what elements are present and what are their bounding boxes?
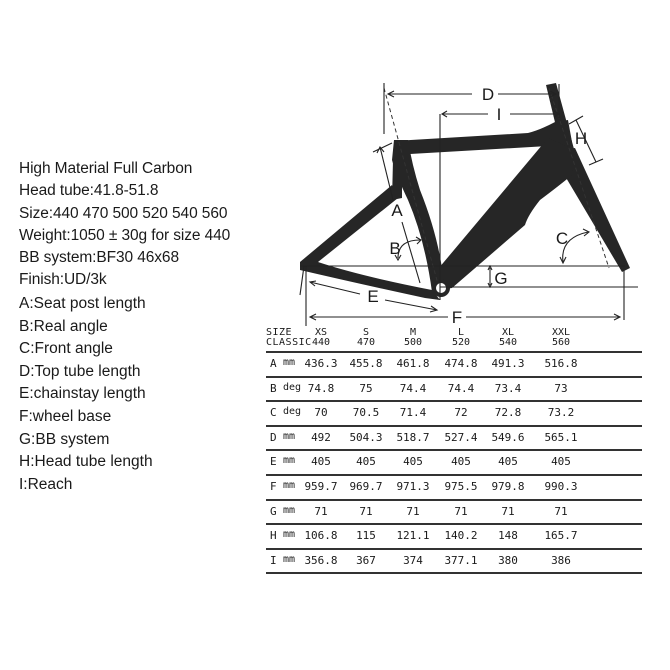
legend-c: C:Front angle	[19, 340, 113, 358]
spec-material: High Material Full Carbon	[19, 160, 193, 177]
spec-head-tube: Head tube:41.8-51.8	[19, 182, 159, 200]
label-d: D	[482, 85, 494, 104]
label-c: C	[556, 229, 568, 248]
header-classic: CLASSIC	[266, 337, 312, 348]
bike-frame-diagram: D I H A B C G E F	[299, 83, 638, 327]
label-h: H	[575, 129, 587, 148]
frame-shape	[300, 83, 630, 300]
spec-weight: Weight:1050 ± 30g for size 440	[19, 226, 231, 244]
legend-d: D:Top tube length	[19, 362, 141, 380]
label-g: G	[494, 269, 507, 288]
label-i: I	[497, 105, 502, 124]
legend-a: A:Seat post length	[19, 295, 146, 312]
spec-sizes: Size:440 470 500 520 540 560	[19, 204, 228, 222]
header-size: SIZE	[266, 327, 293, 338]
legend-e: E:chainstay length	[19, 385, 146, 403]
legend-f: F:wheel base	[19, 407, 112, 425]
bottom-bracket-icon	[432, 279, 450, 297]
label-f: F	[452, 308, 462, 327]
spec-list: High Material Full Carbon Head tube:41.8…	[19, 158, 230, 292]
legend-b: B:Real angle	[19, 317, 108, 335]
spec-finish: Finish:UD/3k	[19, 271, 107, 289]
legend-h: H:Head tube length	[19, 453, 153, 471]
legend-g: G:BB system	[19, 430, 110, 448]
dimension-legend: A:Seat post length B:Real angle C:Front …	[19, 293, 153, 496]
label-e: E	[367, 287, 378, 306]
label-a: A	[391, 201, 403, 220]
spec-bb-system: BB system:BF30 46x68	[19, 249, 179, 267]
legend-i: I:Reach	[19, 475, 73, 493]
label-b: B	[389, 239, 400, 258]
